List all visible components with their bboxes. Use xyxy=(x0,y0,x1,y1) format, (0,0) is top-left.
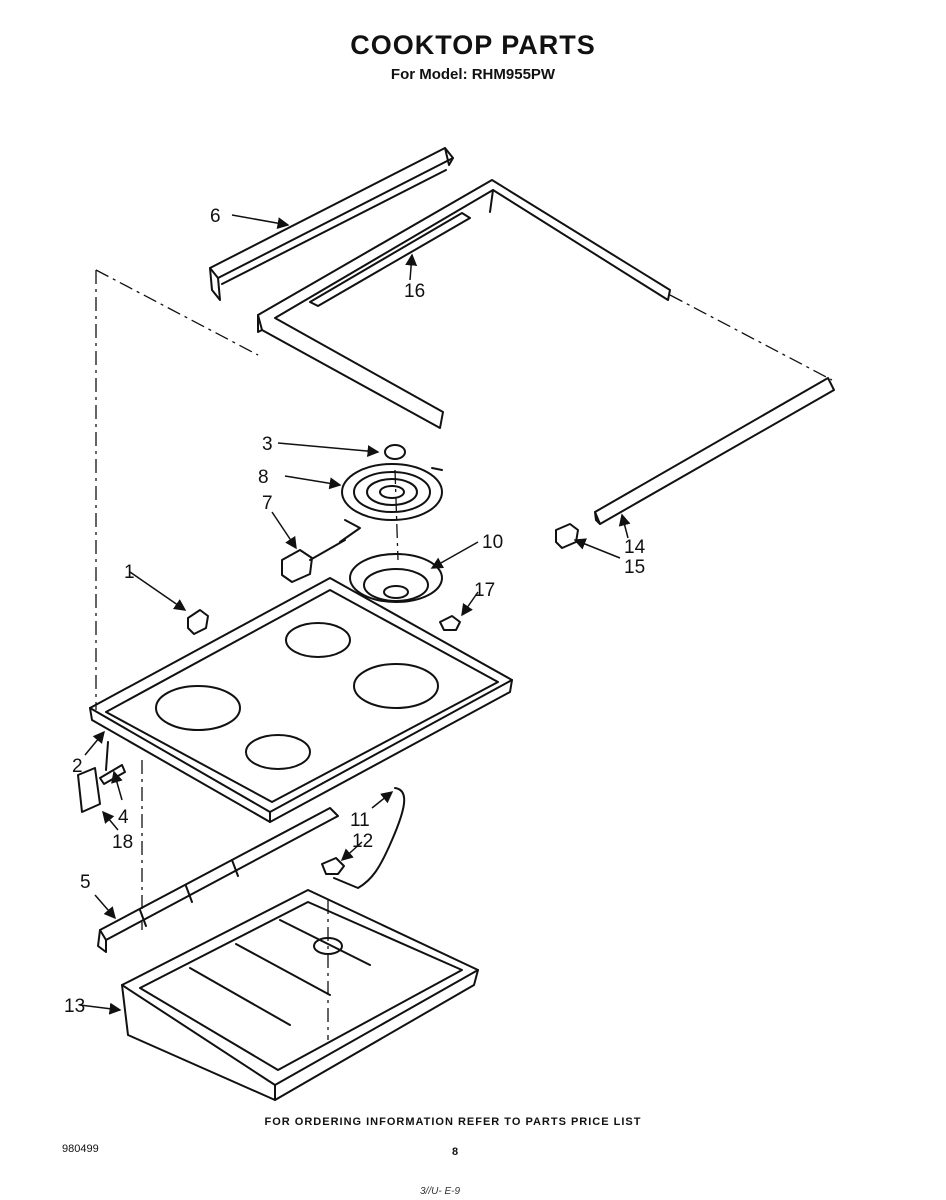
callout-12: 11 xyxy=(350,810,370,831)
part-11-drip-bowl xyxy=(349,553,443,603)
callout-5: 5 xyxy=(80,872,91,893)
callout-2: 2 xyxy=(72,756,83,777)
part-14-side-rail xyxy=(594,377,835,525)
callout-4: 4 xyxy=(118,807,129,828)
part-7-rear-trim xyxy=(209,147,454,301)
part-4-hinge xyxy=(99,741,126,785)
callout-15: 15 xyxy=(624,557,645,578)
callout-13: 12 xyxy=(352,831,373,852)
part-8-receptacle xyxy=(281,539,346,583)
callout-11: 10 xyxy=(482,532,503,553)
part-13-clip xyxy=(321,857,345,875)
callout-8: 7 xyxy=(262,493,273,514)
document-number: 980499 xyxy=(62,1143,99,1155)
callout-10: 8 xyxy=(258,467,269,488)
ordering-note: FOR ORDERING INFORMATION REFER TO PARTS … xyxy=(264,1116,642,1128)
part-6-bottom-pan xyxy=(121,889,479,1101)
part-5-front-channel xyxy=(97,807,339,953)
part-12-wire xyxy=(333,787,406,889)
page-title: COOKTOP PARTS xyxy=(350,30,596,60)
callout-6: 13 xyxy=(64,996,85,1017)
cooktop-main-top xyxy=(89,577,513,823)
callout-7: 6 xyxy=(210,206,221,227)
callout-18: 18 xyxy=(112,832,133,853)
part-3-cap xyxy=(384,444,406,460)
callout-1: 1 xyxy=(124,562,135,583)
callout-14: 14 xyxy=(624,537,646,558)
part-1-bracket xyxy=(187,609,209,635)
part-17-clip xyxy=(439,615,461,631)
callout-17: 17 xyxy=(474,580,495,601)
callout-16: 16 xyxy=(404,281,425,302)
model-subtitle: For Model: RHM955PW xyxy=(390,66,556,83)
part-18-hinge-plate xyxy=(77,767,101,813)
part-16-top-frame xyxy=(257,179,671,429)
revision-stamp: 3//U- E-9 xyxy=(420,1186,461,1197)
page-number: 8 xyxy=(452,1146,459,1158)
part-15-clip xyxy=(555,523,579,549)
callout-3: 3 xyxy=(262,434,273,455)
part-10-surface-element xyxy=(339,463,443,543)
